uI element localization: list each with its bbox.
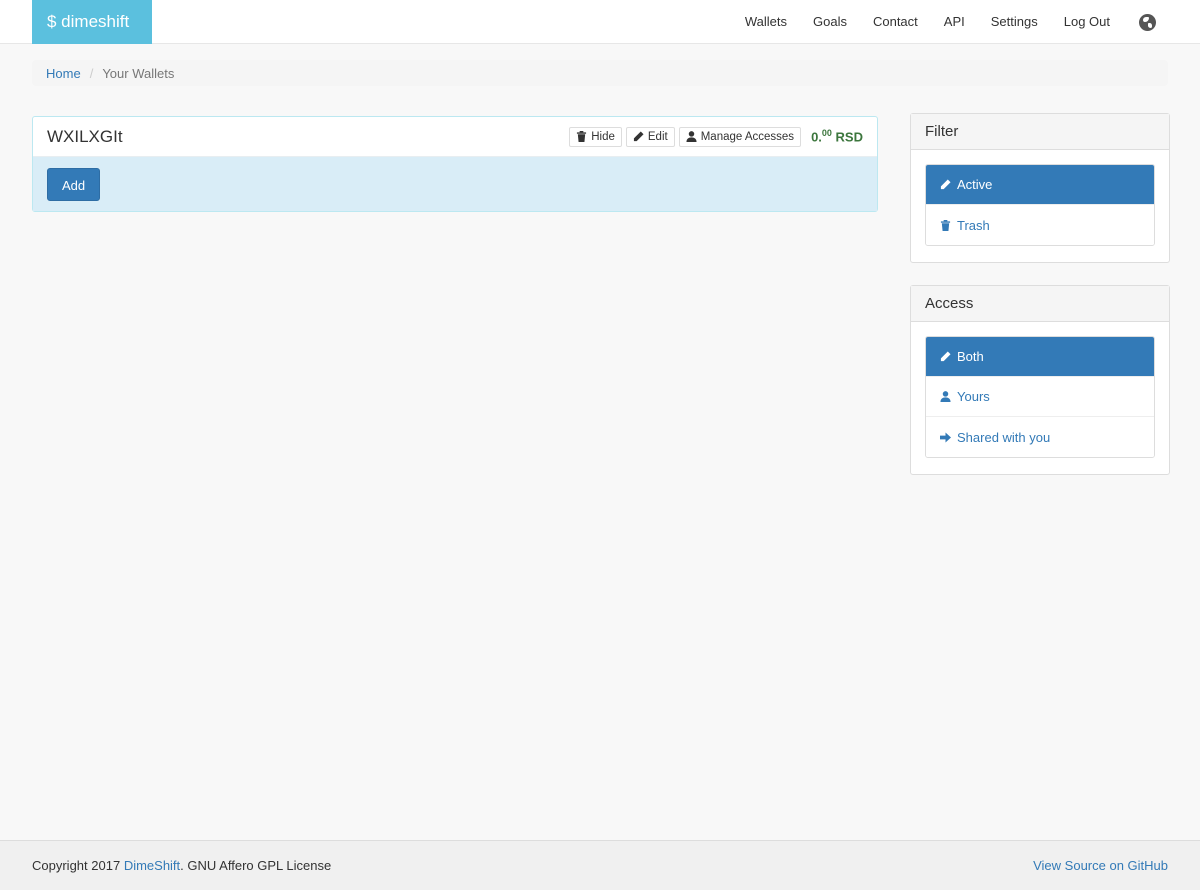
manage-accesses-button[interactable]: Manage Accesses xyxy=(678,126,802,147)
wallet-heading: WXILXGIt Hide Edit Manage Accesses 0.00 … xyxy=(33,117,877,157)
globe-icon[interactable] xyxy=(1139,13,1156,31)
wallet-body: Add xyxy=(33,157,877,211)
copyright-year: 2017 xyxy=(91,858,121,873)
filter-item-trash[interactable]: Trash xyxy=(926,205,1154,245)
breadcrumb: Home / Your Wallets xyxy=(32,60,1168,86)
pencil-icon xyxy=(633,131,644,142)
footer: Copyright 2017 DimeShift. GNU Affero GPL… xyxy=(0,840,1200,890)
footer-copyright: Copyright 2017 DimeShift. GNU Affero GPL… xyxy=(32,858,331,873)
trash-icon xyxy=(940,219,951,231)
hide-button[interactable]: Hide xyxy=(569,126,622,147)
pencil-icon xyxy=(940,179,951,190)
filter-item-active[interactable]: Active xyxy=(926,165,1154,205)
copyright-label: Copyright xyxy=(32,858,88,873)
access-list: Both Yours Shared with you xyxy=(925,336,1155,458)
trash-icon xyxy=(577,131,587,142)
balance-currency: RSD xyxy=(835,129,863,145)
filter-item-label: Trash xyxy=(957,217,990,233)
access-panel: Access Both Yours Shared with you xyxy=(910,285,1170,475)
breadcrumb-home[interactable]: Home xyxy=(46,65,81,81)
filter-panel: Filter Active Trash xyxy=(910,113,1170,263)
access-item-label: Yours xyxy=(957,389,990,404)
access-item-shared[interactable]: Shared with you xyxy=(926,417,1154,457)
dimeshift-link[interactable]: DimeShift xyxy=(123,858,181,873)
brand-logo[interactable]: $ dimeshift xyxy=(32,0,152,44)
access-item-label: Shared with you xyxy=(957,429,1051,445)
access-item-both[interactable]: Both xyxy=(926,337,1154,377)
access-title: Access xyxy=(911,286,1169,322)
top-navbar: $ dimeshift Wallets Goals Contact API Se… xyxy=(0,0,1200,44)
filter-item-label: Active xyxy=(957,177,993,192)
nav-settings[interactable]: Settings xyxy=(990,14,1038,29)
user-icon xyxy=(940,391,951,402)
edit-label: Edit xyxy=(647,130,668,143)
nav-contact[interactable]: Contact xyxy=(872,14,918,29)
balance-whole: 0. xyxy=(811,129,822,145)
breadcrumb-separator: / xyxy=(89,65,94,81)
nav-wallets[interactable]: Wallets xyxy=(744,14,787,29)
access-item-label: Both xyxy=(957,349,984,364)
nav-api[interactable]: API xyxy=(943,14,965,29)
access-item-yours[interactable]: Yours xyxy=(926,377,1154,417)
wallet-actions: Hide Edit Manage Accesses 0.00 RSD xyxy=(565,126,863,147)
wallet-balance: 0.00 RSD xyxy=(811,128,863,144)
nav-links: Wallets Goals Contact API Settings Log O… xyxy=(732,0,1168,44)
manage-accesses-label: Manage Accesses xyxy=(700,130,795,143)
filter-list: Active Trash xyxy=(925,164,1155,246)
wallet-panel: WXILXGIt Hide Edit Manage Accesses 0.00 … xyxy=(32,116,878,212)
filter-title: Filter xyxy=(911,114,1169,150)
pencil-icon xyxy=(940,351,951,362)
wallet-name[interactable]: WXILXGIt xyxy=(47,126,123,146)
breadcrumb-current: Your Wallets xyxy=(102,65,175,81)
user-icon xyxy=(686,131,697,142)
license-text: . GNU Affero GPL License xyxy=(180,858,332,873)
github-source-link[interactable]: View Source on GitHub xyxy=(1033,858,1168,873)
hide-label: Hide xyxy=(591,130,615,143)
edit-button[interactable]: Edit xyxy=(625,126,675,147)
arrow-right-icon xyxy=(940,431,951,443)
nav-log-out[interactable]: Log Out xyxy=(1063,14,1110,29)
balance-fraction: 00 xyxy=(821,128,832,139)
add-button[interactable]: Add xyxy=(47,168,101,201)
nav-goals[interactable]: Goals xyxy=(813,14,847,29)
